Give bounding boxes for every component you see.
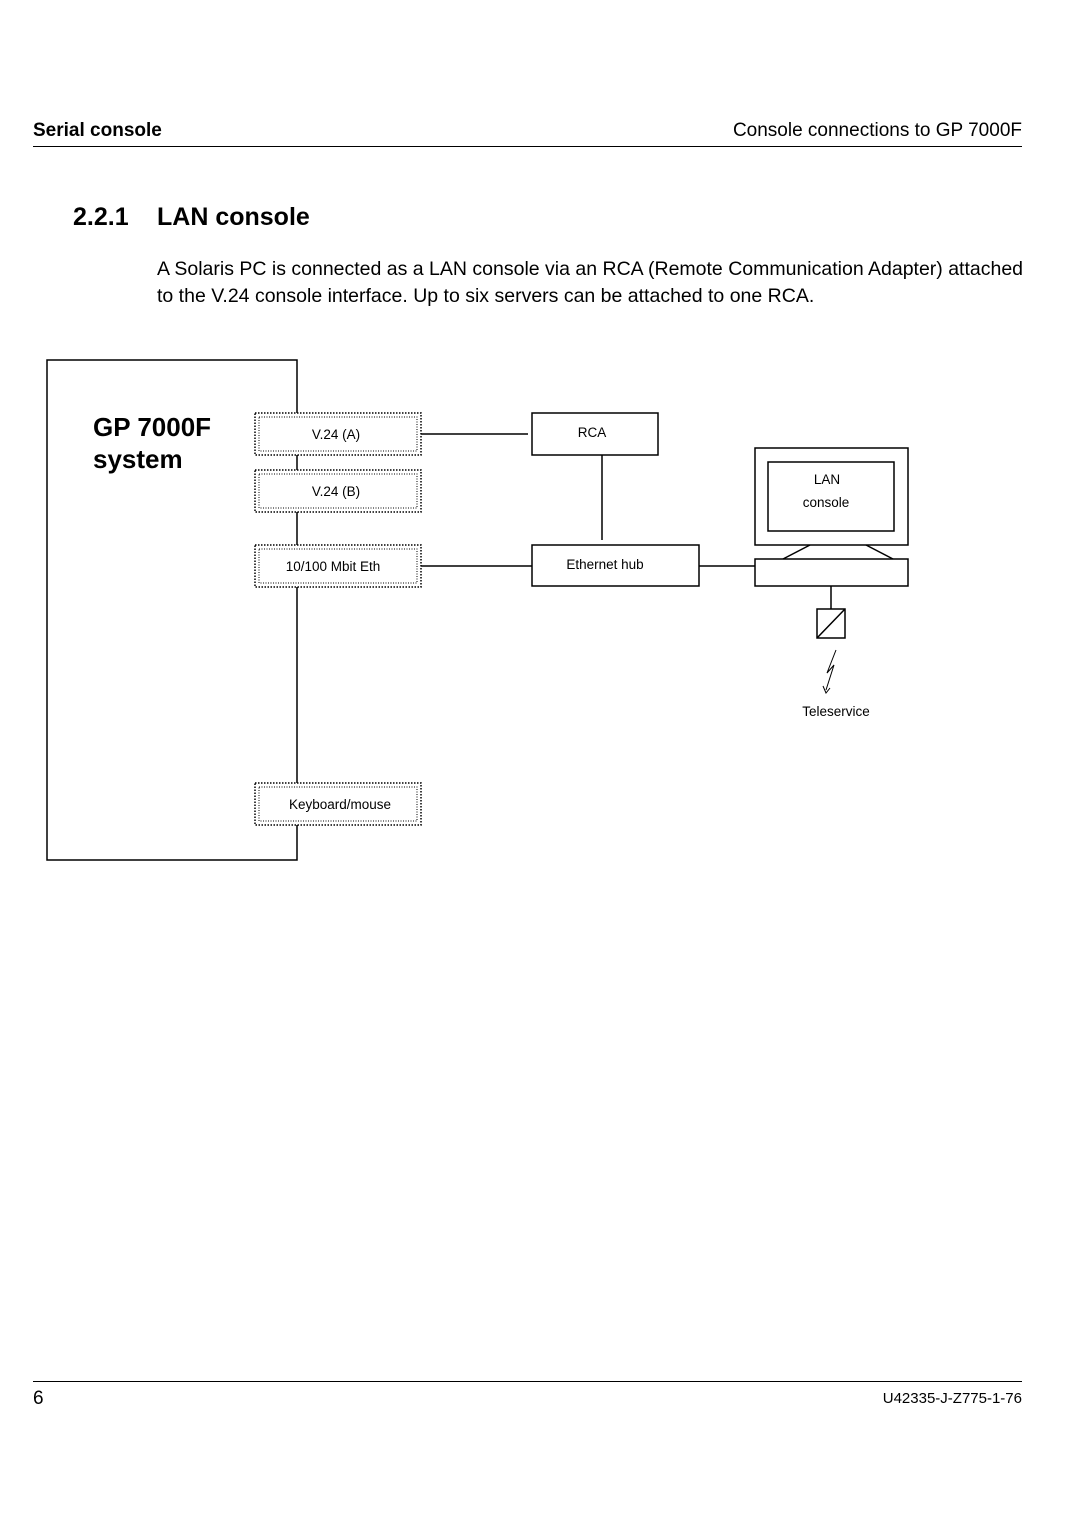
system-title-line2: system [93, 444, 183, 474]
port-keyboard: Keyboard/mouse [254, 782, 422, 826]
lightning-icon [822, 649, 837, 694]
header-rule [33, 146, 1022, 147]
header-right: Console connections to GP 7000F [732, 120, 1022, 141]
system-title-line1: GP 7000F [93, 412, 211, 442]
doc-code: U42335-J-Z775-1-76 [882, 1390, 1022, 1407]
lan-console-line2: console [803, 495, 850, 510]
paragraph: A Solaris PC is connected as a LAN conso… [157, 258, 1024, 307]
rca-box [531, 412, 659, 456]
port-eth-label: 10/100 Mbit Eth [286, 559, 381, 574]
rca-label: RCA [578, 425, 607, 440]
port-v24b-label: V.24 (B) [312, 484, 360, 499]
network-diagram: GP 7000F system V.24 (A) V.24 (B) 10/100… [0, 340, 1080, 880]
port-eth: 10/100 Mbit Eth [254, 544, 422, 588]
port-v24b: V.24 (B) [254, 469, 422, 513]
diagram-svg: GP 7000F system V.24 (A) V.24 (B) 10/100… [46, 359, 909, 861]
port-v24a-label: V.24 (A) [312, 427, 360, 442]
port-v24a: V.24 (A) [254, 412, 422, 456]
footer-rule [33, 1381, 1022, 1382]
section-title: LAN console [157, 203, 310, 231]
lan-console-line1: LAN [814, 472, 840, 487]
port-keyboard-label: Keyboard/mouse [289, 797, 391, 812]
page-number: 6 [33, 1388, 44, 1409]
ethernet-hub-label: Ethernet hub [566, 557, 643, 572]
section-number: 2.2.1 [73, 203, 129, 231]
header-left: Serial console [33, 120, 162, 141]
modem-icon [816, 586, 846, 639]
computer-icon [754, 447, 909, 587]
teleservice-label: Teleservice [802, 704, 870, 719]
system-box [46, 359, 298, 861]
